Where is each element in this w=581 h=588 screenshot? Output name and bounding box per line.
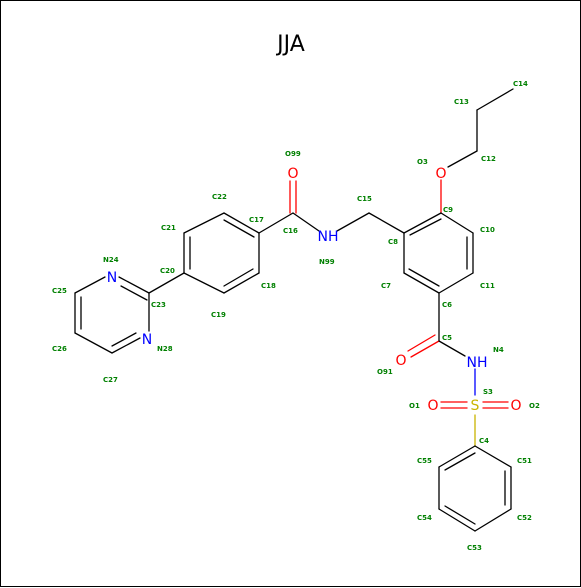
atom-o2: O: [510, 398, 521, 414]
bond-c19-c18: [223, 272, 260, 294]
atom-o1: O: [427, 398, 438, 414]
bond-c23-n24: [118, 276, 150, 294]
label-n28: N28: [157, 345, 173, 353]
bond-c55-c4-inner: [444, 452, 476, 471]
label-n99: N99: [319, 258, 335, 266]
label-c14: C14: [513, 80, 528, 88]
atom-o3: O: [435, 166, 446, 182]
atom-n4: NH: [467, 355, 488, 371]
label-c26: C26: [52, 345, 67, 353]
bond-c53-c54: [438, 508, 476, 532]
label-s3: S3: [483, 388, 493, 396]
bond-c23-n24-inner: [120, 285, 148, 301]
label-c25: C25: [52, 287, 67, 295]
bond-c6-c7-inner: [408, 268, 440, 287]
label-c16: C16: [283, 227, 298, 235]
label-c55: C55: [417, 457, 432, 465]
label-c12: C12: [481, 155, 496, 163]
atom-n28: N: [142, 332, 152, 348]
atom-s3: S: [471, 398, 480, 414]
bond-c52-c53: [474, 508, 512, 532]
label-o99: O99: [285, 150, 301, 158]
label-o2: O2: [529, 402, 540, 410]
label-c54: C54: [417, 514, 432, 522]
bond-c20-c19: [183, 272, 225, 294]
bond-c5-o91-b: [407, 334, 436, 352]
label-c17: C17: [249, 216, 264, 224]
bond-n24-c25: [74, 276, 106, 294]
label-c52: C52: [517, 514, 532, 522]
label-c51: C51: [517, 457, 532, 465]
label-n4: N4: [493, 346, 504, 354]
bond-c15-n99: [336, 212, 370, 232]
bond-c26-c27: [74, 332, 113, 354]
bond-c22-c21: [183, 212, 225, 234]
bond-c5-o91-a: [410, 340, 440, 358]
bond-c11-c6: [438, 272, 474, 294]
label-c19: C19: [211, 311, 226, 319]
label-o3: O3: [417, 158, 428, 166]
label-c7: C7: [381, 282, 391, 290]
bond-c5-n4: [438, 340, 466, 357]
bond-c55-c4: [438, 445, 476, 468]
bond-c17-c22-inner: [223, 219, 255, 238]
bond-c27-n28-inner: [111, 332, 137, 347]
label-c9: C9: [443, 206, 453, 214]
bond-n99-c16: [292, 212, 320, 232]
bond-c14-c13: [476, 88, 514, 111]
atom-n99: NH: [318, 229, 339, 245]
label-c15: C15: [357, 195, 372, 203]
atom-o91: O: [395, 353, 406, 369]
label-c5: C5: [442, 334, 452, 342]
diagram-title: JJA: [275, 32, 305, 57]
label-c22: C22: [212, 193, 227, 201]
bond-c8-c9-inner: [409, 218, 442, 236]
label-c23: C23: [151, 301, 166, 309]
label-o91: O91: [377, 368, 393, 376]
label-c53: C53: [467, 544, 482, 552]
label-c8: C8: [388, 238, 398, 246]
bond-c16-c17: [258, 212, 294, 234]
label-c10: C10: [480, 226, 495, 234]
label-c18: C18: [261, 282, 276, 290]
bond-c20-c23: [148, 272, 185, 294]
bond-c17-c22: [223, 212, 260, 234]
label-c6: C6: [442, 301, 452, 309]
label-c20: C20: [160, 267, 175, 275]
label-n24: N24: [103, 256, 119, 264]
bond-c9-c10: [440, 212, 474, 234]
bond-c4-c51: [474, 445, 512, 468]
bond-c12-o3: [447, 150, 478, 168]
bond-c19-c18-inner: [223, 268, 254, 287]
label-o1: O1: [409, 402, 420, 410]
atom-n24: N: [107, 270, 117, 286]
label-c11: C11: [480, 282, 495, 290]
label-c4: C4: [479, 437, 489, 445]
atom-labels: C14 C13 C12 O3 O99 C15 C9 C10 C8 C7 C11 …: [52, 80, 540, 552]
bonds: [74, 88, 514, 532]
label-c21: C21: [161, 224, 176, 232]
label-c13: C13: [454, 98, 469, 106]
label-c27: C27: [103, 376, 118, 384]
bond-c6-c7: [403, 272, 440, 294]
bond-c8-c15: [368, 212, 405, 234]
bond-c8-c9: [403, 212, 442, 234]
bond-c27-n28: [111, 337, 141, 354]
bond-c53-c54-inner: [444, 505, 476, 525]
atom-o99: O: [287, 166, 298, 182]
heteroatoms: N N NH NH O O O O O S: [107, 166, 522, 414]
